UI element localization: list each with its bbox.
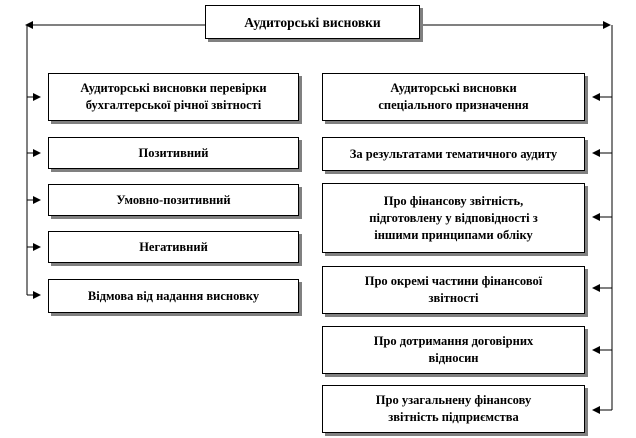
right-node-consolidated: Про узагальнену фінансову звітність підп… (322, 385, 585, 433)
node-line: Про фінансову звітність, (383, 193, 524, 208)
node-line: відносин (428, 351, 479, 365)
node-line: Умовно-позитивний (116, 192, 231, 207)
left-node-positive: Позитивний (48, 137, 299, 169)
left-node-conditional-positive: Умовно-позитивний (48, 184, 299, 216)
left-node-annual-statements: Аудиторські висновки перевірки бухгалтер… (48, 73, 299, 121)
node-line: звітність підприємства (388, 410, 519, 424)
right-node-thematic-audit: За результатами тематичного аудиту (322, 137, 585, 171)
left-node-refusal: Відмова від надання висновку (48, 279, 299, 313)
right-node-separate-parts: Про окремі частини фінансової звітності (322, 266, 585, 314)
node-line: Відмова від надання висновку (87, 288, 260, 303)
right-node-contractual: Про дотримання договірних відносин (322, 326, 585, 374)
node-line: Про узагальнену фінансову (375, 393, 532, 407)
node-line: Аудиторські висновки перевірки (80, 81, 267, 95)
left-node-negative: Негативний (48, 231, 299, 263)
node-line: Про окремі частини фінансової (364, 274, 543, 288)
root-label: Аудиторські висновки (244, 14, 381, 30)
node-line: Позитивний (138, 145, 209, 160)
node-line: підготовлену у відповідності з (369, 210, 538, 225)
node-line: звітності (428, 291, 479, 305)
right-node-special-purpose: Аудиторські висновки спеціального призна… (322, 73, 585, 121)
node-line: Про дотримання договірних (373, 334, 534, 348)
node-line: Аудиторські висновки (390, 81, 517, 95)
right-node-other-principles: Про фінансову звітність, підготовлену у … (322, 183, 585, 253)
node-line: За результатами тематичного аудиту (349, 146, 558, 161)
node-line: спеціального призначення (378, 98, 529, 112)
node-line: Негативний (139, 239, 208, 254)
root-node: Аудиторські висновки (205, 5, 420, 39)
node-line: іншими принципами обліку (374, 227, 533, 242)
node-line: бухгалтерської річної звітності (85, 98, 262, 112)
